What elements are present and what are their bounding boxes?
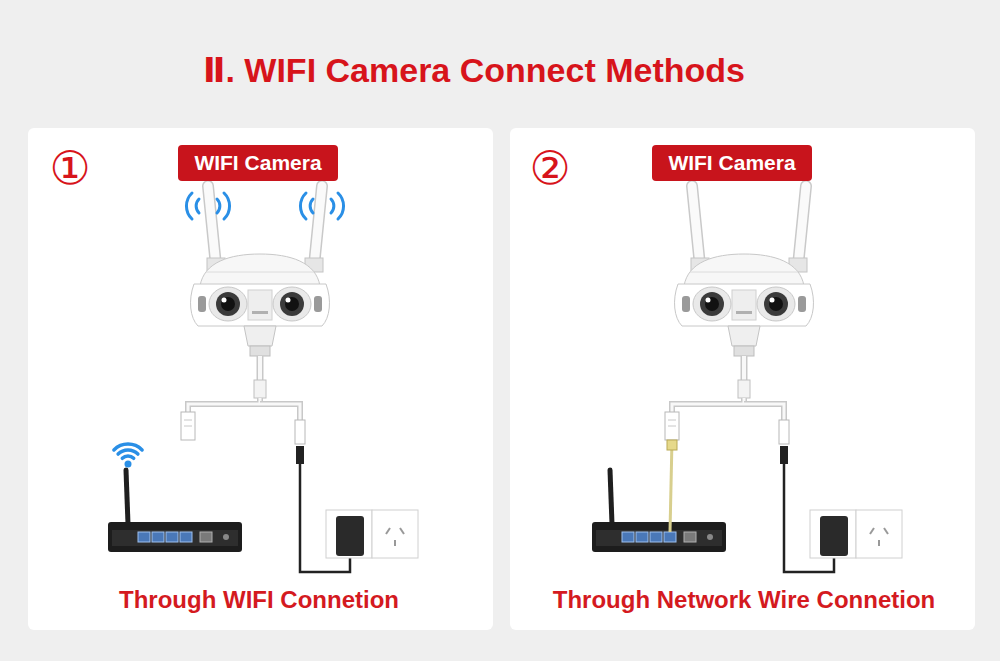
router-illustration <box>108 470 242 552</box>
method-caption: Through Network Wire Connetion <box>553 585 935 615</box>
camera-tag: WIFI Camera <box>178 145 337 181</box>
method-panel: Through Network Wire Connetion WIFI Camer… <box>510 128 975 630</box>
tag-text: WIFI Camera <box>194 145 321 181</box>
wifi-dot <box>125 461 132 468</box>
page-title: Ⅱ. WIFI Camera Connect Methods <box>203 50 745 90</box>
panel-ground <box>28 128 493 630</box>
camera-tag: WIFI Camera <box>652 145 811 181</box>
tag-text: WIFI Camera <box>668 145 795 181</box>
signal-waves <box>186 193 343 219</box>
network-cable <box>670 440 672 532</box>
wifi-symbol <box>114 444 142 458</box>
step-number: ② <box>529 144 570 192</box>
router-illustration <box>592 470 726 552</box>
camera-illustration <box>181 186 418 572</box>
camera-illustration <box>665 186 902 572</box>
method-caption: Through WIFI Connetion <box>119 585 399 615</box>
method-panel: Through WIFI Connetion WIFI Camera <box>28 128 493 630</box>
step-number: ① <box>49 144 90 192</box>
rj45-plug <box>667 440 677 450</box>
panel-ground <box>510 128 975 630</box>
